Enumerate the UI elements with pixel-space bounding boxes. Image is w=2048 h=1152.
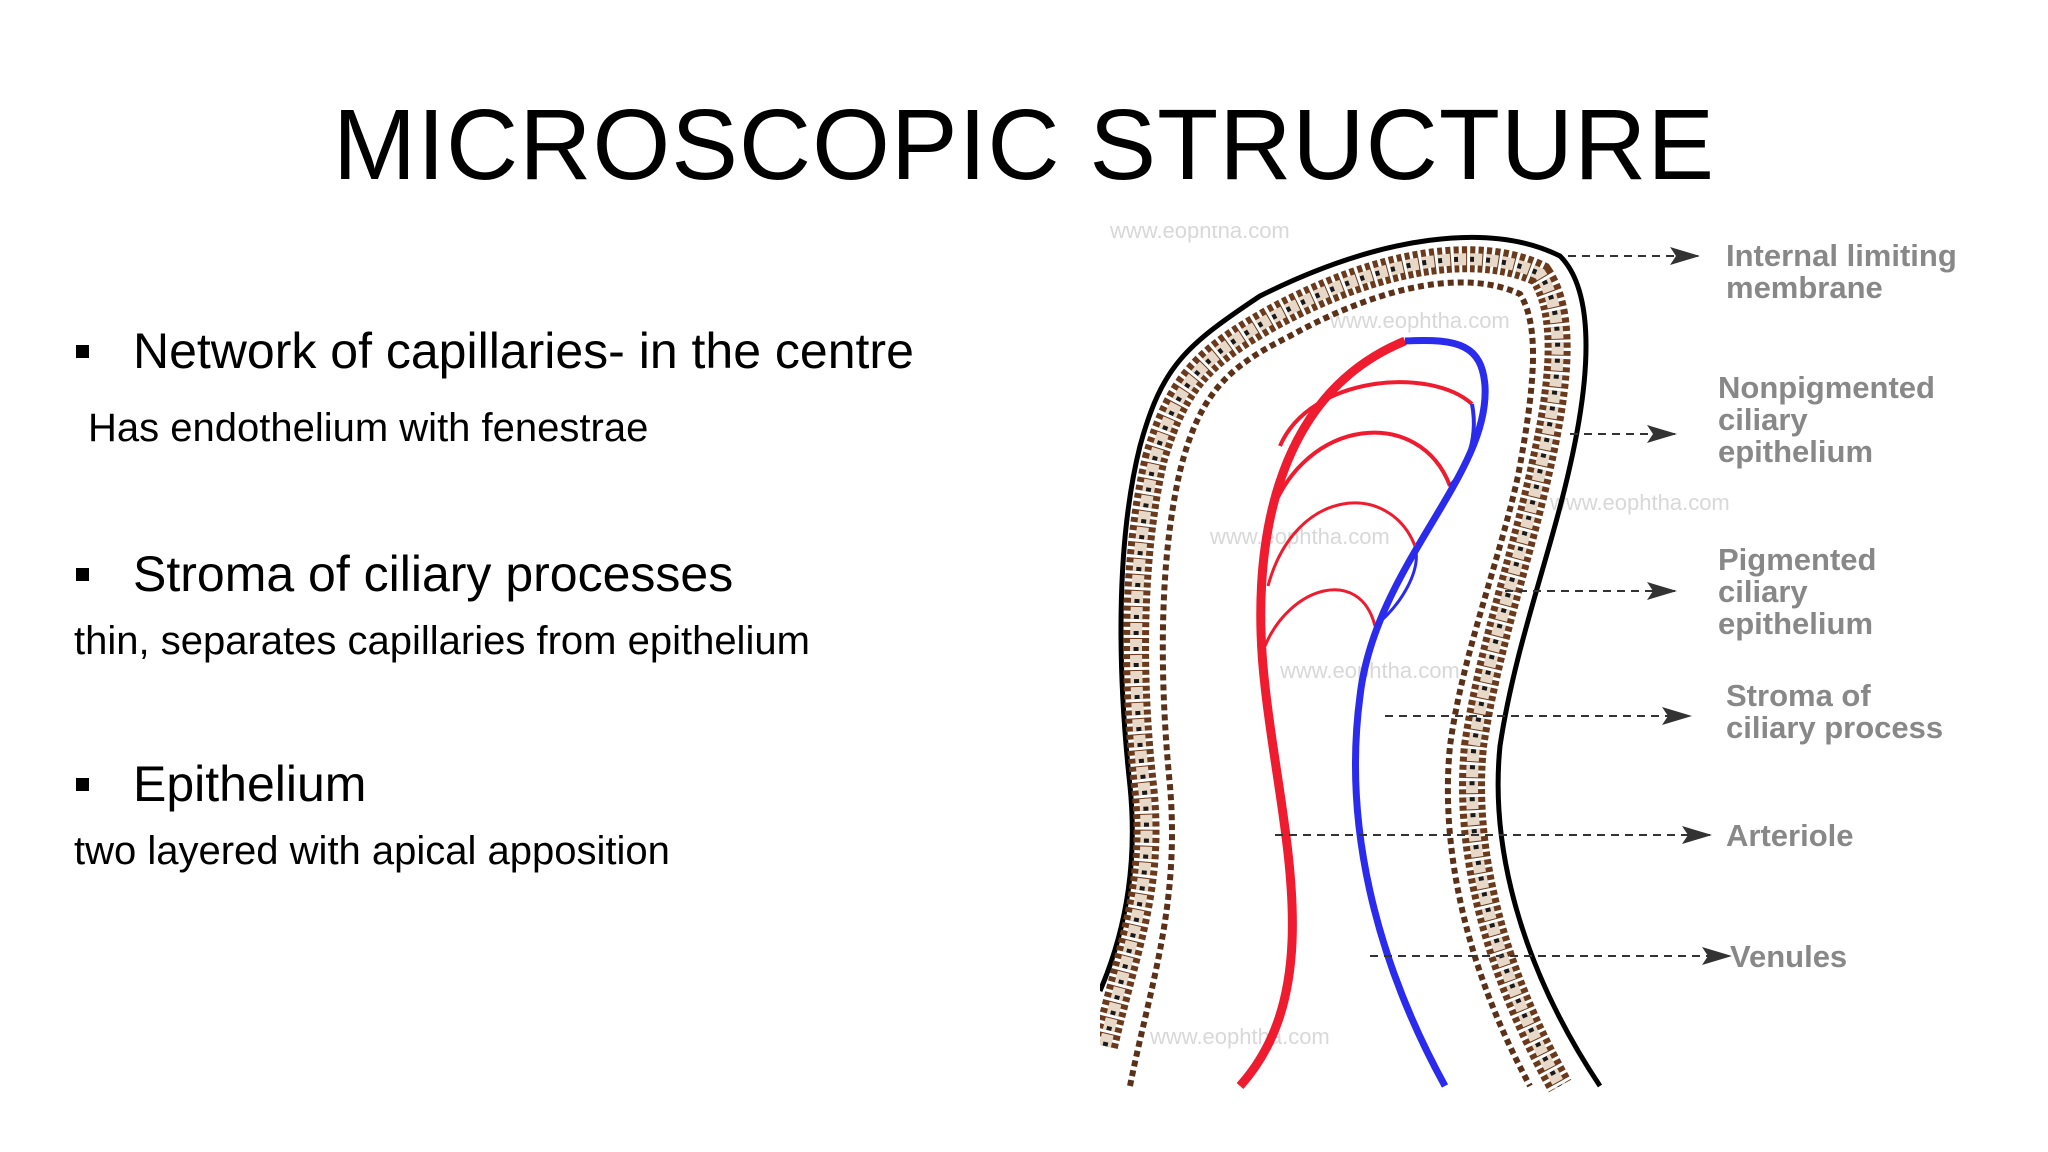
- bullet-heading: Stroma of ciliary processes: [133, 546, 734, 602]
- label-arteriole: Arteriole: [1726, 818, 1853, 853]
- epithelium-nuclei: [1102, 256, 1563, 1088]
- label-internal-limiting-membrane: Internal limiting membrane: [1726, 238, 1965, 305]
- label-line: ciliary: [1718, 402, 1808, 437]
- bullet-marker: [76, 344, 89, 358]
- bullet-heading: Network of capillaries- in the centre: [133, 323, 914, 379]
- capillary-loop-venous: [1374, 545, 1418, 628]
- venule-vessel: [1352, 336, 1489, 1088]
- capillary-loop: [1268, 430, 1452, 517]
- bullet-detail: two layered with apical apposition: [74, 829, 670, 873]
- ciliary-process-diagram: www.eophtha.com www.eophtha.com www.eoph…: [1100, 226, 1965, 1093]
- stroma-boundary: [1127, 279, 1536, 1088]
- label-line: ciliary process: [1726, 710, 1943, 745]
- label-venules: Venules: [1730, 939, 1847, 974]
- internal-limiting-membrane: [1100, 234, 1603, 1088]
- watermark-text: www.eophtha.com: [1329, 308, 1510, 333]
- watermark-text: www.eophtha.com: [1549, 490, 1730, 515]
- watermark-text: www.eophtha.com: [1149, 1024, 1330, 1049]
- capillary-loop: [1263, 588, 1377, 647]
- capillary-loop: [1266, 501, 1417, 587]
- slide-title: MICROSCOPIC STRUCTURE: [332, 89, 1716, 201]
- bullet-detail: Has endothelium with fenestrae: [88, 406, 649, 450]
- label-nonpigmented-epithelium: Nonpigmented ciliary epithelium: [1718, 370, 1944, 469]
- bullet-heading: Epithelium: [133, 756, 367, 812]
- label-line: Pigmented: [1718, 542, 1876, 577]
- watermark-text: www.eophtha.com: [1109, 226, 1290, 243]
- bullet-marker: [76, 777, 89, 791]
- bullet-detail: thin, separates capillaries from epithel…: [74, 619, 810, 663]
- bullet-epithelium: Epithelium: [76, 759, 366, 809]
- label-line: Stroma of: [1726, 678, 1871, 713]
- label-line: epithelium: [1718, 434, 1873, 469]
- label-stroma: Stroma of ciliary process: [1726, 678, 1943, 745]
- capillary-loop: [1278, 380, 1474, 447]
- bullet-marker: [76, 567, 89, 581]
- label-line: ciliary: [1718, 574, 1808, 609]
- label-pigmented-epithelium: Pigmented ciliary epithelium: [1718, 542, 1885, 641]
- capillary-loop-venous: [1448, 403, 1476, 488]
- label-line: Nonpigmented: [1718, 370, 1935, 405]
- label-line: Internal limiting: [1726, 238, 1957, 273]
- label-line: membrane: [1726, 270, 1883, 305]
- label-line: epithelium: [1718, 606, 1873, 641]
- arteriole-vessel: [1236, 336, 1407, 1090]
- bullet-stroma: Stroma of ciliary processes: [76, 549, 733, 599]
- bullet-capillaries: Network of capillaries- in the centre: [76, 326, 914, 376]
